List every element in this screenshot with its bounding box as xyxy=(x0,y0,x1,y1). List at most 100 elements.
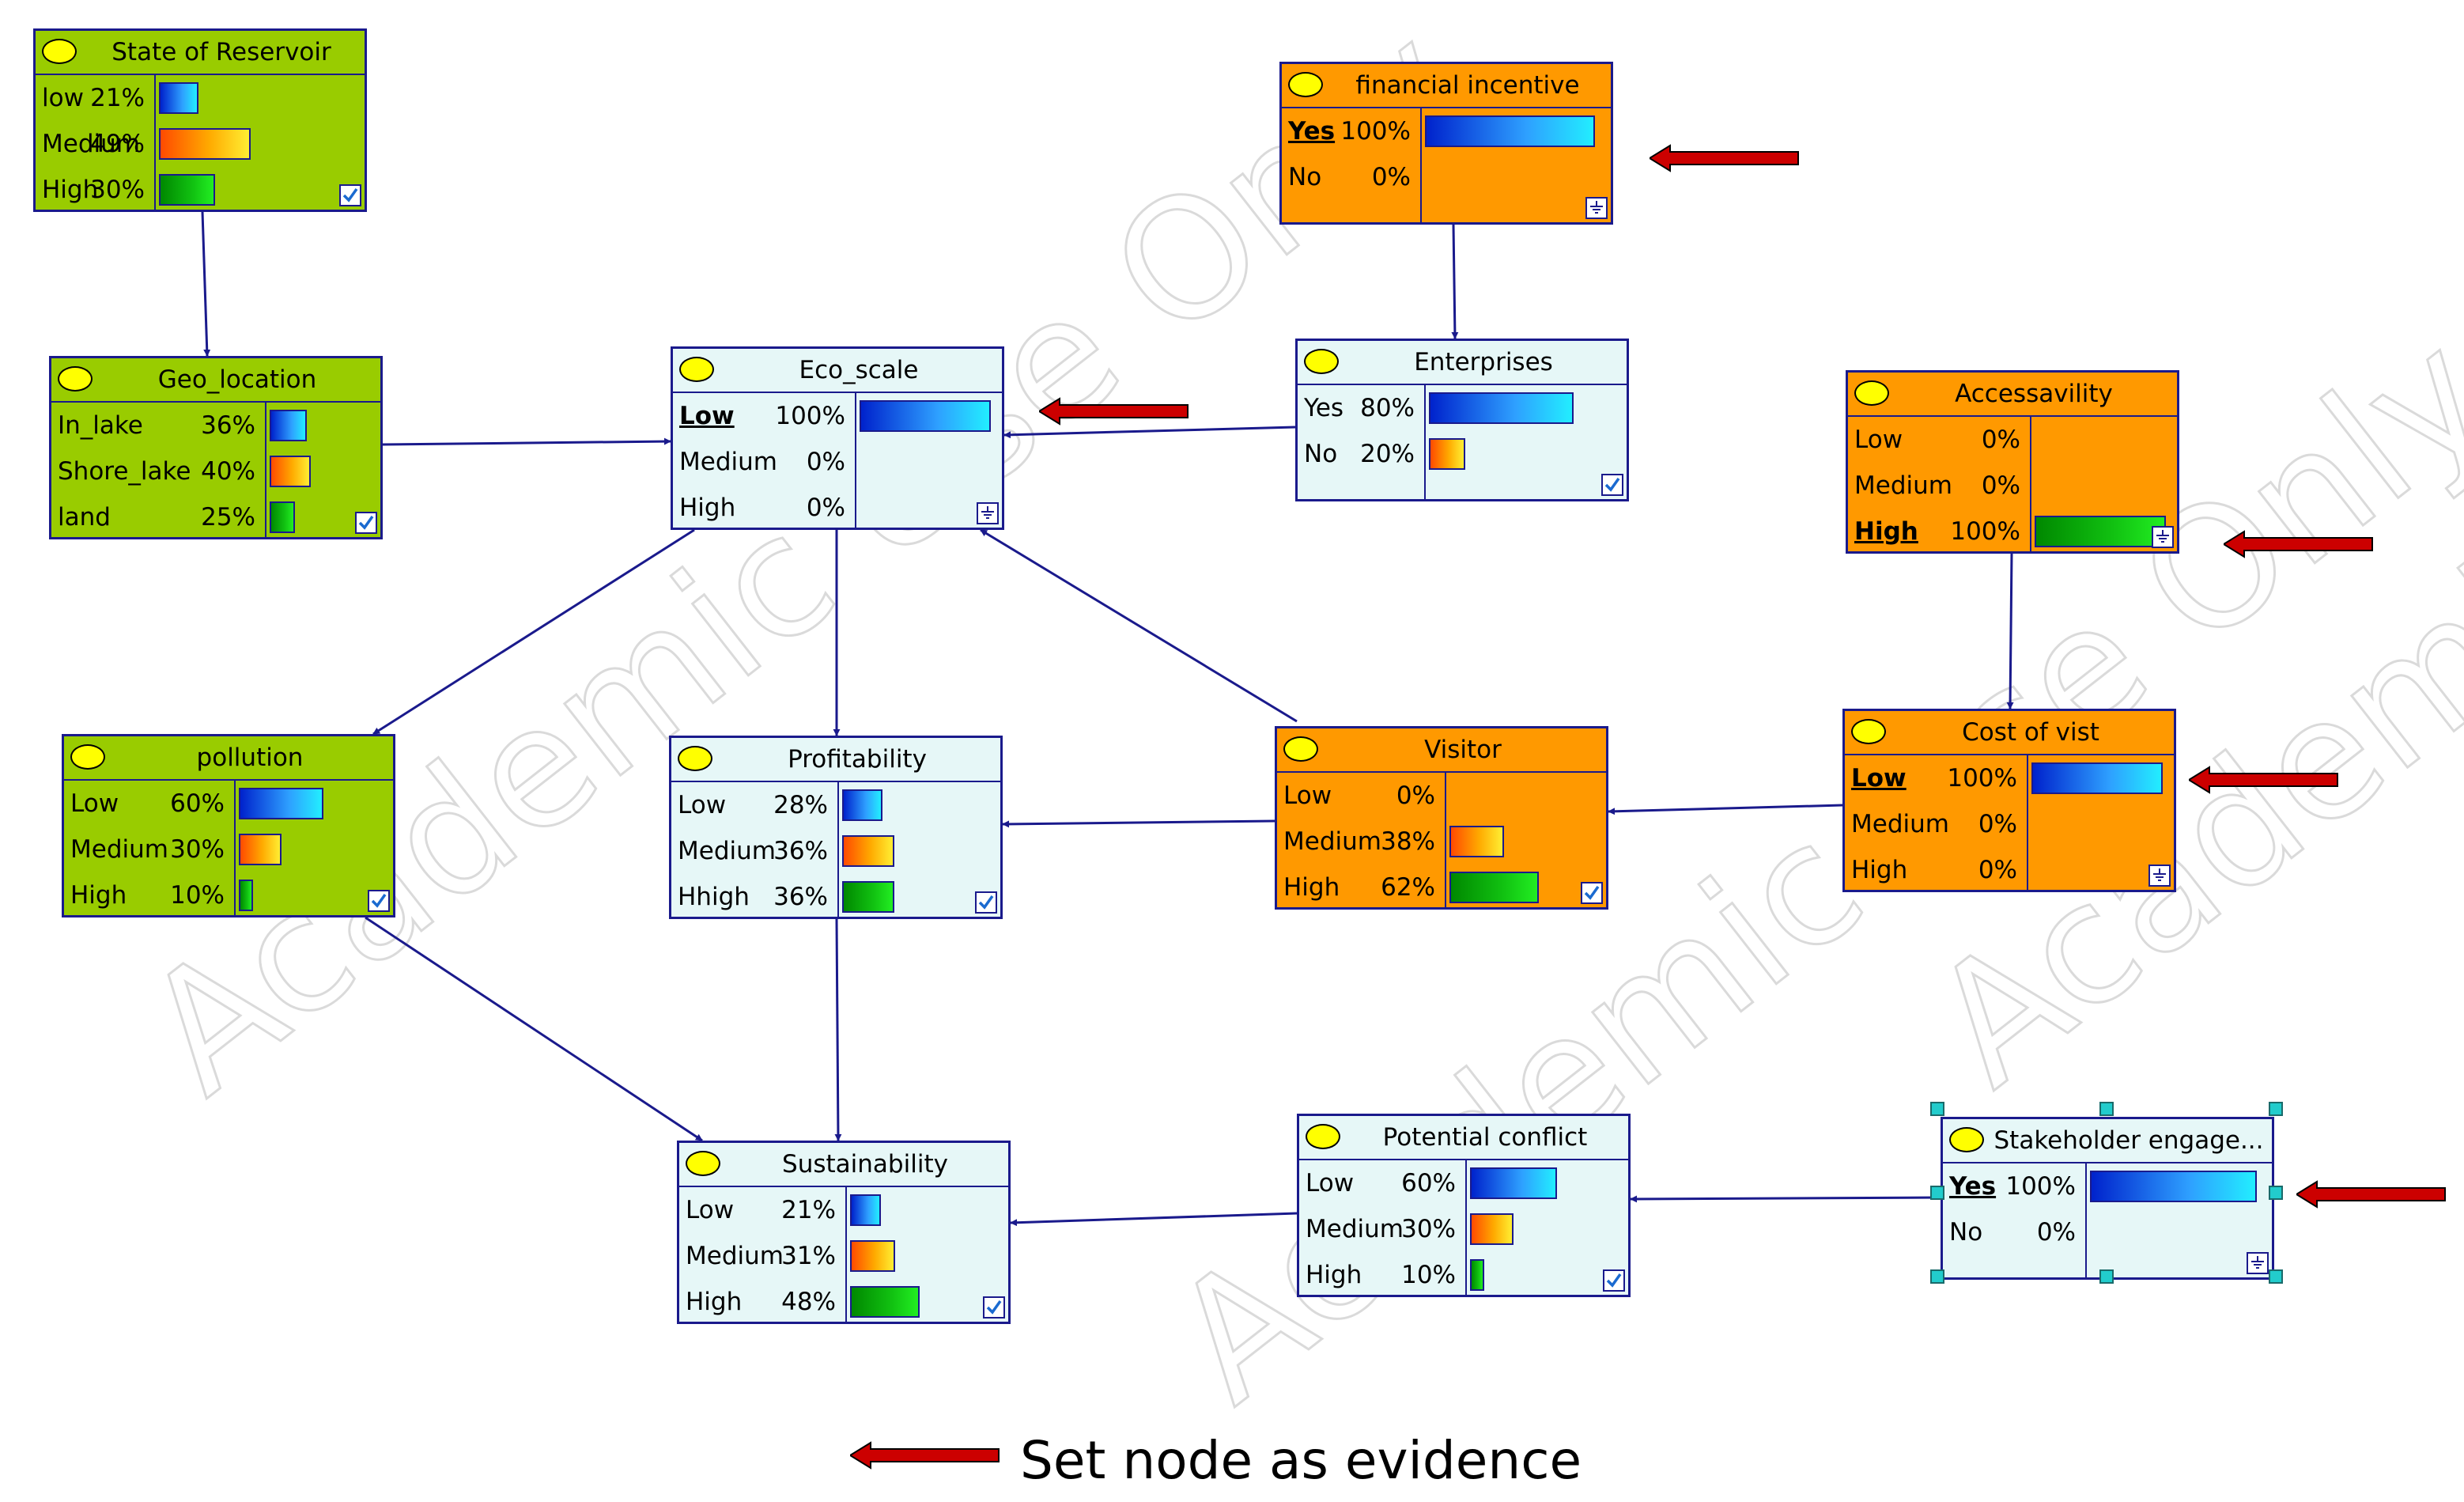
edge-state-of-reservoir-to-geo-location xyxy=(201,211,211,357)
node-title: Visitor xyxy=(1424,736,1502,764)
probability-bar xyxy=(1470,1167,1557,1199)
selection-handle[interactable] xyxy=(2099,1102,2114,1116)
evidence-ground-icon[interactable] xyxy=(977,502,999,524)
node-header[interactable]: Cost of vist xyxy=(1845,711,2174,755)
node-header[interactable]: Profitability xyxy=(671,738,1000,782)
checkmark-icon[interactable] xyxy=(368,890,390,912)
state-probability: 10% xyxy=(1401,1261,1456,1289)
node-header[interactable]: Geo_location xyxy=(51,358,380,403)
node-header[interactable]: Potential conflict xyxy=(1299,1116,1628,1160)
node-status-icon xyxy=(1288,72,1323,97)
state-label: Low xyxy=(678,791,727,819)
checkmark-icon[interactable] xyxy=(1581,882,1603,904)
selection-handle[interactable] xyxy=(1930,1186,1944,1200)
state-probability: 10% xyxy=(170,881,225,910)
evidence-ground-icon[interactable] xyxy=(2247,1252,2269,1274)
selection-handle[interactable] xyxy=(1930,1102,1944,1116)
checkmark-icon[interactable] xyxy=(983,1296,1005,1319)
checkmark-icon[interactable] xyxy=(339,184,361,206)
edge-accessavility-to-cost-of-vist xyxy=(2006,553,2014,709)
selection-handle[interactable] xyxy=(2269,1102,2283,1116)
node-header[interactable]: State of Reservoir xyxy=(36,31,365,75)
node-header[interactable]: pollution xyxy=(64,736,393,781)
checkmark-icon[interactable] xyxy=(1601,474,1623,496)
node-header[interactable]: Visitor xyxy=(1277,728,1606,773)
node-header[interactable]: Stakeholder engage... xyxy=(1943,1119,2272,1163)
selection-handle[interactable] xyxy=(2269,1269,2283,1284)
state-label: Medium xyxy=(679,448,777,476)
checkmark-icon[interactable] xyxy=(975,891,997,914)
node-divider xyxy=(845,1187,847,1322)
selection-handle[interactable] xyxy=(2269,1186,2283,1200)
node-header[interactable]: financial incentive xyxy=(1282,64,1611,108)
state-label: Medium xyxy=(42,130,140,158)
evidence-ground-icon[interactable] xyxy=(2152,526,2174,548)
state-probability: 100% xyxy=(775,402,845,430)
evidence-ground-icon[interactable] xyxy=(1585,197,1608,219)
node-header[interactable]: Sustainability xyxy=(679,1143,1008,1187)
node-header[interactable]: Eco_scale xyxy=(673,349,1002,393)
checkmark-icon[interactable] xyxy=(1603,1269,1625,1292)
selection-handle[interactable] xyxy=(2099,1269,2114,1284)
node-title: Eco_scale xyxy=(799,356,919,384)
evidence-ground-icon[interactable] xyxy=(2148,865,2171,887)
node-divider xyxy=(234,781,236,915)
node-header[interactable]: Accessavility xyxy=(1848,373,2177,417)
selection-handle[interactable] xyxy=(1930,1269,1944,1284)
checkmark-icon[interactable] xyxy=(355,512,377,534)
node-title: State of Reservoir xyxy=(111,38,331,66)
node-header[interactable]: Enterprises xyxy=(1298,341,1627,385)
